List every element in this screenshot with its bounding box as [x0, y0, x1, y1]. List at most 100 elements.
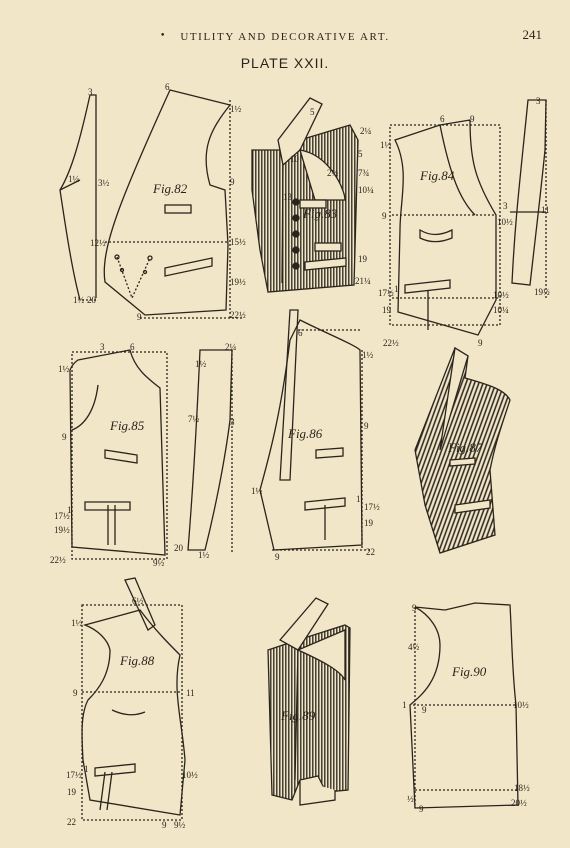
measure: 15½ — [230, 237, 246, 247]
measure: 7¾ — [358, 168, 370, 178]
measure: 9 — [137, 312, 142, 322]
measure: 19½ — [54, 525, 70, 535]
fig82-label: Fig.82 — [152, 181, 188, 196]
measurement-labels: 6 3 1½ 1¼ 3½ 12½ 9 15½ 19½ 22½ 9 1½ 20 2… — [50, 82, 550, 830]
measure: 20 — [87, 295, 97, 305]
measure: 9 — [382, 211, 387, 221]
measure: 3½ — [98, 178, 110, 188]
measure: 1½ — [251, 486, 263, 496]
measure: 13 — [283, 192, 293, 202]
measure: 19½ — [230, 277, 246, 287]
measure: 20 — [174, 543, 184, 553]
fig90-label: Fig.90 — [451, 664, 487, 679]
figure-87 — [414, 346, 511, 554]
measure: 9 — [412, 603, 417, 613]
measure: 17½ — [378, 288, 394, 298]
measure: 9 — [275, 552, 280, 562]
measure: 1 — [402, 700, 407, 710]
measure: 21¼ — [355, 276, 371, 286]
figure-83 — [251, 97, 359, 293]
measure: 6 — [440, 114, 445, 124]
measure: 1½ — [71, 618, 83, 628]
measure: 10½ — [513, 700, 529, 710]
measure: 18½ — [514, 783, 530, 793]
measure: 11 — [186, 688, 195, 698]
measure: 12½ — [90, 238, 106, 248]
measure: 6 — [165, 82, 170, 92]
measure: 3 — [230, 417, 235, 427]
measure: 9 — [364, 421, 369, 431]
figure-88 — [81, 577, 186, 821]
measure: 10½ — [497, 217, 513, 227]
measure: 1½ — [230, 104, 242, 114]
running-title: UTILITY AND DECORATIVE ART. — [180, 31, 390, 43]
measure: 6 — [130, 342, 135, 352]
measure: 9 — [73, 688, 78, 698]
measure: 9 — [422, 705, 427, 715]
measure: 9 — [62, 432, 67, 442]
measure: 20½ — [511, 798, 527, 808]
measure: 19 — [358, 254, 368, 264]
measure: 1¼ — [68, 174, 80, 184]
measure: 19 — [67, 787, 77, 797]
fig85-label: Fig.85 — [109, 418, 145, 433]
measure: 2½ — [327, 168, 339, 178]
figure-84 — [389, 99, 547, 336]
measure: 10½ — [182, 770, 198, 780]
measure: 9 — [478, 338, 483, 348]
measure: 11 — [541, 205, 550, 215]
measure: 6½ — [132, 596, 144, 606]
measure: 1½ — [73, 295, 85, 305]
measure: 10¼ — [493, 305, 509, 315]
measure: 22 — [67, 817, 76, 827]
figure-85 — [69, 349, 233, 560]
measure: 1 — [394, 284, 399, 294]
measure: 2¼ — [360, 126, 372, 136]
measure: 1½ — [362, 350, 374, 360]
measure: 9 — [419, 804, 424, 814]
measure: 9 — [470, 114, 475, 124]
figure-labels: Fig.82 Fig.83 Fig.84 Fig.85 Fig.86 Fig.8… — [109, 168, 487, 723]
measure: 5 — [358, 149, 363, 159]
measure: 3 — [88, 87, 93, 97]
measure: 3 — [536, 96, 541, 106]
fig89-label: Fig.89 — [280, 708, 316, 723]
measure: 22½ — [230, 310, 246, 320]
plate-title: PLATE XXII. — [240, 55, 330, 71]
measure: 10 — [290, 154, 300, 164]
measure: 17½ — [54, 511, 70, 521]
measure: 3 — [100, 342, 105, 352]
measure: 10¼ — [358, 185, 374, 195]
measure: ½ — [407, 794, 414, 804]
figure-89 — [267, 597, 351, 806]
measure: 9 — [162, 820, 167, 830]
measure: 3 — [503, 201, 508, 211]
measure: 17½ — [364, 502, 380, 512]
measure: 9 — [230, 177, 235, 187]
measure: 19 — [364, 518, 374, 528]
figure-86 — [259, 309, 372, 551]
measure: 2¼ — [225, 342, 237, 352]
measure: 5 — [310, 107, 315, 117]
measure: 17½ — [66, 770, 82, 780]
measure: 10½ — [493, 290, 509, 300]
fig88-label: Fig.88 — [119, 653, 155, 668]
fig87-label: Fig.87 — [447, 440, 483, 455]
measure: 4½ — [408, 642, 420, 652]
measure: 22½ — [383, 338, 399, 348]
measure: 1½ — [58, 364, 70, 374]
measure: 22 — [366, 547, 375, 557]
measure: 1 — [84, 764, 89, 774]
measure: 7½ — [188, 414, 200, 424]
measure: 1 — [356, 494, 361, 504]
measure: 6 — [298, 328, 303, 338]
bullet-mark: • — [160, 31, 166, 41]
figure-82 — [59, 89, 244, 319]
measure: 1½ — [195, 359, 207, 369]
measure: 19 — [382, 305, 392, 315]
measure: 22½ — [50, 555, 66, 565]
fig84-label: Fig.84 — [419, 168, 455, 183]
fig86-label: Fig.86 — [287, 426, 323, 441]
